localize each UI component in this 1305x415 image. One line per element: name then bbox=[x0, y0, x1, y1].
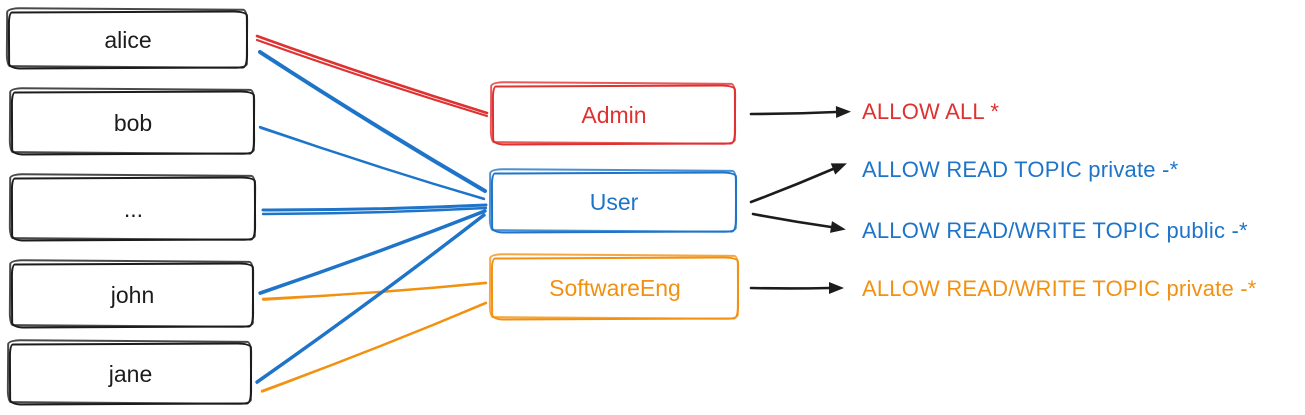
role-label-user: User bbox=[589, 189, 639, 215]
role-label-admin: Admin bbox=[581, 101, 647, 128]
user-box-jane: jane bbox=[9, 343, 252, 405]
user-box-others: ... bbox=[11, 177, 256, 241]
user-label-john: john bbox=[110, 282, 155, 308]
permission-text-readwrite-public: ALLOW READ/WRITE TOPIC public -* bbox=[862, 218, 1248, 243]
role-box-user: User bbox=[491, 172, 737, 233]
permission-text-allow-all: ALLOW ALL * bbox=[862, 99, 1000, 124]
user-label-bob: bob bbox=[113, 109, 153, 136]
arrowhead-icon bbox=[830, 221, 846, 233]
user-label-others: ... bbox=[123, 195, 144, 222]
user-box-bob: bob bbox=[11, 91, 255, 155]
role-box-admin: Admin bbox=[492, 85, 736, 145]
user-label-alice: alice bbox=[104, 26, 152, 53]
arrowhead-icon bbox=[835, 106, 851, 118]
arrowhead-icon bbox=[829, 282, 844, 294]
user-box-alice: alice bbox=[8, 11, 248, 69]
permission-text-read-private: ALLOW READ TOPIC private -* bbox=[862, 157, 1179, 182]
user-box-john: john bbox=[11, 263, 254, 328]
permission-text-readwrite-private: ALLOW READ/WRITE TOPIC private -* bbox=[862, 276, 1257, 301]
role-label-softwareeng: SoftwareEng bbox=[549, 275, 681, 301]
arrowhead-icon bbox=[830, 163, 847, 175]
role-box-softwareeng: SoftwareEng bbox=[491, 257, 739, 320]
user-label-jane: jane bbox=[108, 360, 153, 387]
